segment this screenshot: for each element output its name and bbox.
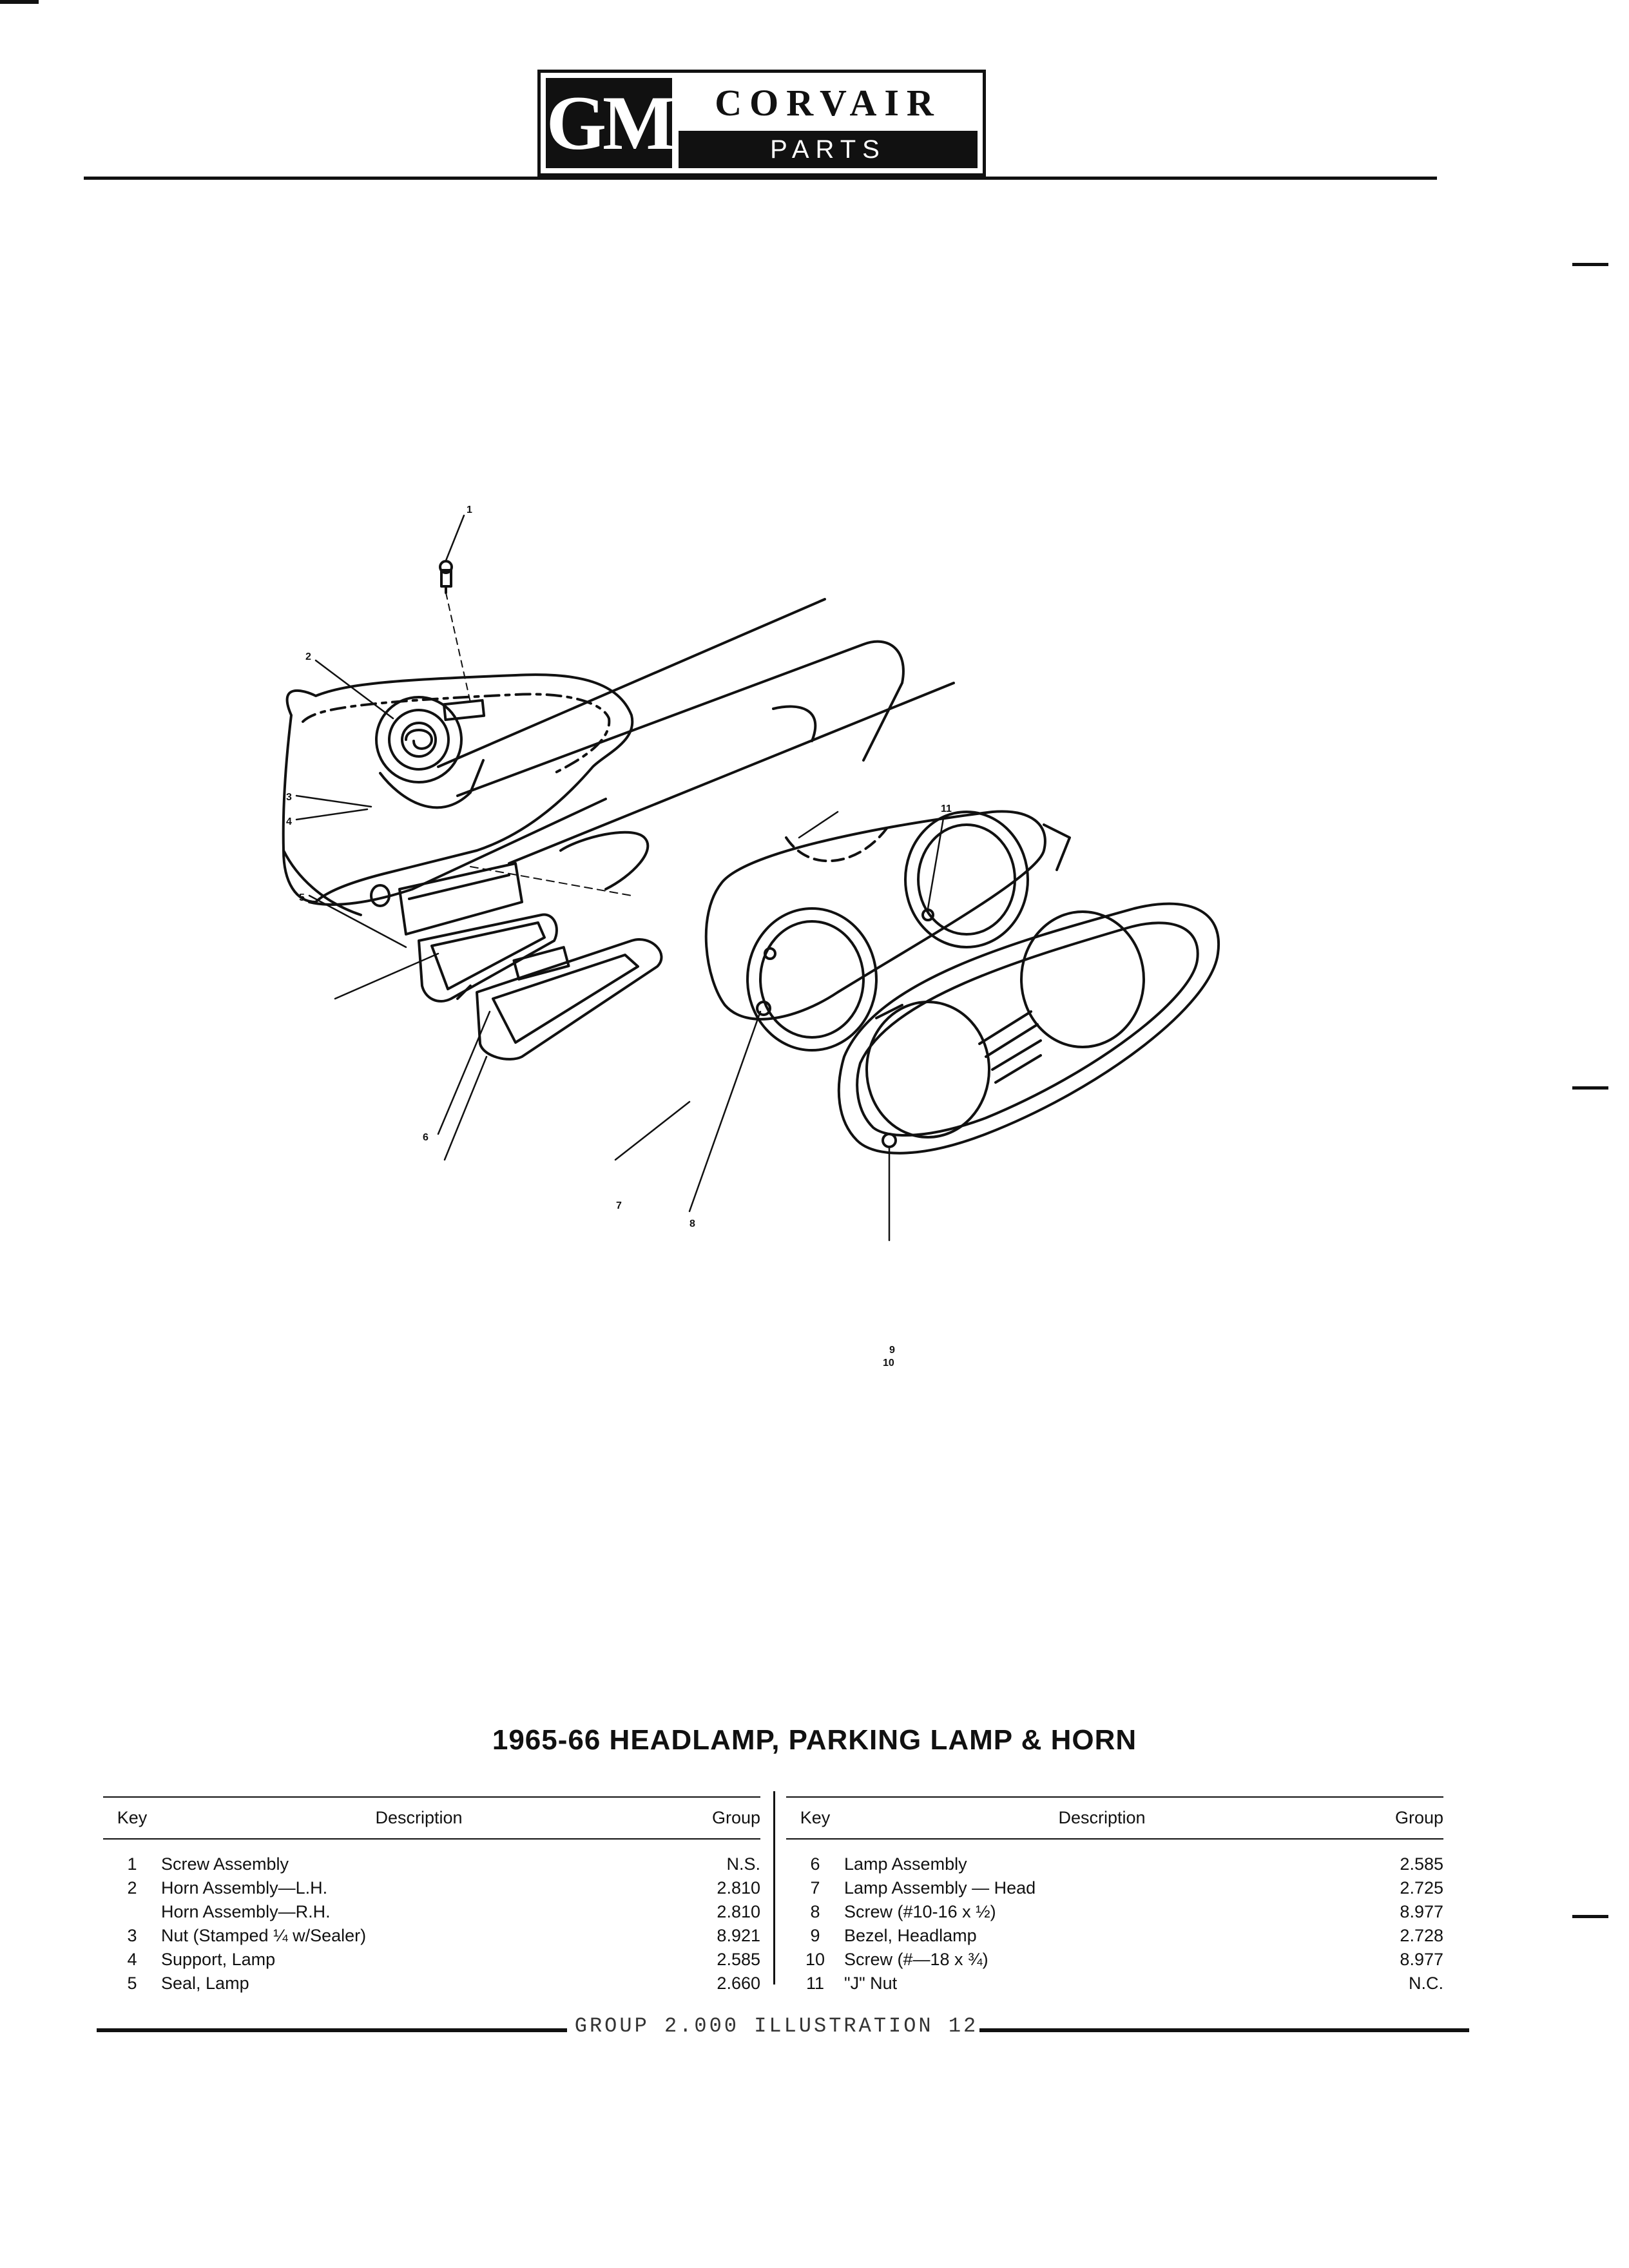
headlamp-housing-drawing (704, 810, 1071, 1052)
callout-1: 1 (467, 505, 472, 515)
table-row: 1 Screw Assembly N.S. (103, 1839, 760, 1876)
table-row: 10 Screw (#—18 x ¾) 8.977 (786, 1948, 1443, 1972)
lamp-seal-drawing (418, 913, 558, 1003)
logo-gm-mark: GM (546, 78, 675, 168)
col-header-group: Group (677, 1796, 760, 1840)
table-row: 5 Seal, Lamp 2.660 (103, 1972, 760, 1995)
part-group: 2.660 (717, 1974, 760, 1993)
part-key: 7 (810, 1878, 820, 1898)
part-group: 2.728 (1400, 1926, 1443, 1945)
part-description: Horn Assembly—L.H. (161, 1878, 328, 1898)
margin-tick (1572, 1086, 1608, 1090)
footer-rule-right (979, 2028, 1469, 2032)
table-row: 3 Nut (Stamped ¼ w/Sealer) 8.921 (103, 1924, 760, 1948)
part-description: Lamp Assembly — Head (844, 1878, 1036, 1898)
gm-corvair-logo: GM CORVAIR PARTS CATALOGUE (537, 70, 986, 201)
table-row: 7 Lamp Assembly — Head 2.725 (786, 1876, 1443, 1900)
table-row: 4 Support, Lamp 2.585 (103, 1948, 760, 1972)
header-rule (84, 177, 1437, 180)
callout-5: 5 (299, 892, 305, 903)
part-key: 9 (810, 1926, 820, 1945)
parking-lamp-drawing (456, 938, 663, 1061)
margin-tick (0, 0, 39, 4)
headlamp-bezel-drawing (837, 902, 1220, 1155)
callout-10: 10 (883, 1358, 894, 1369)
part-key: 10 (805, 1950, 825, 1969)
part-group: 2.810 (717, 1878, 760, 1898)
part-group: N.S. (726, 1854, 760, 1874)
table-divider (773, 1791, 775, 1984)
logo-subtitle: PARTS CATALOGUE (679, 131, 978, 201)
fender-outline (282, 598, 955, 916)
part-key: 6 (810, 1854, 820, 1874)
logo-model-name: CORVAIR (715, 82, 941, 124)
footer-illustration-label: GROUP 2.000 ILLUSTRATION 12 (574, 2014, 979, 2038)
part-group: 8.977 (1400, 1902, 1443, 1921)
part-key: 11 (805, 1974, 825, 1993)
parts-table-right: Key Description Group 6 Lamp Assembly 2.… (786, 1796, 1443, 1995)
part-key: 5 (127, 1974, 137, 1993)
part-group: 2.725 (1400, 1878, 1443, 1898)
part-group: 2.585 (717, 1950, 760, 1969)
col-header-key: Key (103, 1796, 161, 1840)
callout-11: 11 (941, 803, 952, 814)
callout-3: 3 (286, 792, 292, 803)
table-row: 8 Screw (#10-16 x ½) 8.977 (786, 1900, 1443, 1924)
part-group: 8.977 (1400, 1950, 1443, 1969)
exploded-parts-diagram: 1 2 3 4 5 6 7 8 9 10 11 (282, 505, 1220, 1369)
callout-labels: 1 2 3 4 5 6 7 8 9 10 11 (286, 505, 952, 1369)
callout-4: 4 (286, 816, 292, 827)
part-description: Horn Assembly—R.H. (161, 1902, 331, 1921)
table-row: 2 Horn Assembly—L.H. 2.810 (103, 1876, 760, 1900)
part-description: Lamp Assembly (844, 1854, 967, 1874)
callout-2: 2 (305, 651, 311, 662)
col-header-description: Description (161, 1796, 677, 1840)
part-group: 2.810 (717, 1902, 760, 1921)
callout-6: 6 (423, 1132, 429, 1143)
part-description: Support, Lamp (161, 1950, 276, 1969)
lamp-support-drawing (370, 862, 632, 936)
col-header-description: Description (844, 1796, 1360, 1840)
callout-9: 9 (889, 1345, 895, 1356)
callout-7: 7 (616, 1200, 622, 1211)
part-key: 3 (127, 1926, 137, 1945)
parts-table-left: Key Description Group 1 Screw Assembly N… (103, 1796, 760, 1995)
margin-tick (1572, 263, 1608, 266)
table-row: 6 Lamp Assembly 2.585 (786, 1839, 1443, 1876)
table-row: 9 Bezel, Headlamp 2.728 (786, 1924, 1443, 1948)
callout-8: 8 (689, 1218, 695, 1229)
col-header-group: Group (1360, 1796, 1443, 1840)
part-group: N.C. (1409, 1974, 1443, 1993)
part-key: 2 (127, 1878, 137, 1898)
screw-assembly-drawing (439, 560, 471, 703)
part-description: Screw Assembly (161, 1854, 289, 1874)
part-description: Screw (#—18 x ¾) (844, 1950, 988, 1969)
part-group: 8.921 (717, 1926, 760, 1945)
col-header-key: Key (786, 1796, 844, 1840)
part-key: 8 (810, 1902, 820, 1921)
margin-tick (1572, 1915, 1608, 1918)
part-key: 4 (127, 1950, 137, 1969)
part-description: "J" Nut (844, 1974, 898, 1993)
leader-lines (295, 514, 945, 1242)
part-description: Nut (Stamped ¼ w/Sealer) (161, 1926, 367, 1945)
part-description: Bezel, Headlamp (844, 1926, 977, 1945)
part-description: Seal, Lamp (161, 1974, 249, 1993)
table-row: Horn Assembly—R.H. 2.810 (103, 1900, 760, 1924)
table-row: 11 "J" Nut N.C. (786, 1972, 1443, 1995)
footer-rule-left (97, 2028, 567, 2032)
part-group: 2.585 (1400, 1854, 1443, 1874)
horn-assembly-drawing (375, 696, 486, 809)
page-footer: GROUP 2.000 ILLUSTRATION 12 (97, 2012, 1469, 2044)
part-key: 1 (127, 1854, 137, 1874)
page-title: 1965-66 HEADLAMP, PARKING LAMP & HORN (492, 1724, 1137, 1756)
part-key (103, 1900, 161, 1924)
part-description: Screw (#10-16 x ½) (844, 1902, 996, 1921)
